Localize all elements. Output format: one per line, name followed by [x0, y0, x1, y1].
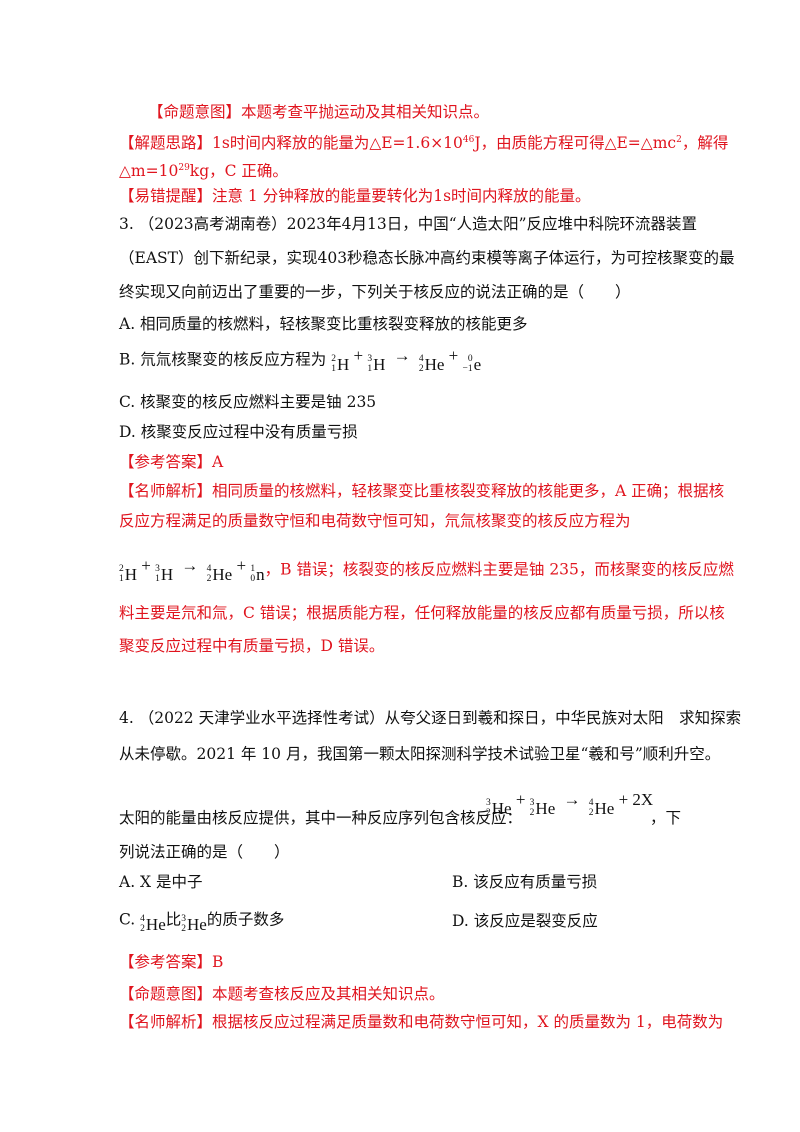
q4-intent: 【命题意图】本题考查核反应及其相关知识点。: [119, 985, 445, 1003]
q3-explanation-line-1: 【名师解析】相同质量的核燃料，轻核聚变比重核裂变释放的核能更多，A 正确；根据核: [119, 482, 725, 500]
q3-option-d: D. 核聚变反应过程中没有质量亏损: [119, 423, 358, 441]
q4-option-b: B. 该反应有质量亏损: [452, 873, 598, 891]
q4-stem-line-4: 列说法正确的是（ ）: [119, 843, 290, 861]
q4-stem-line-3: 太阳的能量由核反应提供，其中一种反应序列包含核反应：: [119, 809, 523, 827]
q3-stem-line-3: 终实现又向前迈出了重要的一步，下列关于核反应的说法正确的是（ ）: [119, 283, 631, 301]
q3-explanation-line-4: 料主要是氘和氚，C 错误；根据质能方程，任何释放能量的核反应都有质量亏损，所以核: [119, 604, 725, 622]
q4-option-a: A. X 是中子: [119, 873, 203, 891]
q4-stem-line-1: 4. （2022 天津学业水平选择性考试）从夸父逐日到羲和探日，中华民族对太阳 …: [119, 709, 742, 727]
q3-stem-line-1: 3. （2023高考湖南卷）2023年4月13日，中国“人造太阳”反应堆中科院环…: [119, 215, 698, 233]
q3-stem-line-2: （EAST）创下新纪录，实现403秒稳态长脉冲高约束模等离子体运行，为可控核聚变…: [119, 249, 735, 267]
q4-answer: 【参考答案】B: [119, 953, 224, 971]
intent-line-1: 【命题意图】本题考查平抛运动及其相关知识点。: [148, 103, 490, 121]
solution-idea-line: 【解题思路】1s时间内释放的能量为△E=1.6×1046J，由质能方程可得△E=…: [119, 134, 729, 153]
error-tip-line: 【易错提醒】注意 1 分钟释放的能量要转化为1s时间内释放的能量。: [119, 187, 591, 205]
q4-explanation-line-1: 【名师解析】根据核反应过程满足质量数和电荷数守恒可知，X 的质量数为 1，电荷数…: [119, 1013, 724, 1031]
q4-stem-line-3-end: ，下: [650, 809, 682, 827]
q3-explanation-line-2: 反应方程满足的质量数守恒和电荷数守恒可知，氘氚核聚变的核反应方程为: [119, 512, 631, 530]
q4-option-d: D. 该反应是裂变反应: [452, 912, 598, 930]
q3-answer: 【参考答案】A: [119, 453, 224, 471]
q3-explanation-line-5: 聚变反应过程中有质量亏损，D 错误。: [119, 637, 385, 655]
q4-stem-line-2: 从未停歇。2021 年 10 月，我国第一颗太阳探测科学技术试验卫星“羲和号”顺…: [119, 745, 721, 763]
solution-idea-line-2: △m=1029kg，C 正确。: [119, 162, 288, 181]
q3-option-c: C. 核聚变的核反应燃料主要是铀 235: [119, 393, 377, 411]
q3-option-a: A. 相同质量的核燃料，轻核聚变比重核裂变释放的核能更多: [119, 315, 528, 333]
